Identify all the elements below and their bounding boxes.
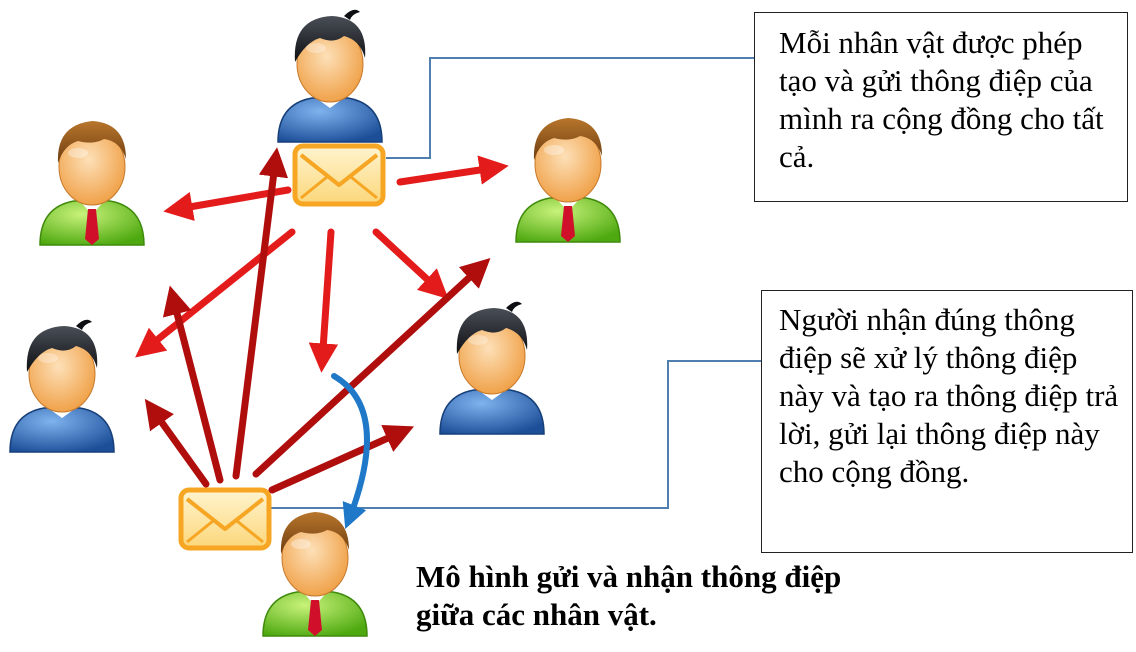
person-green-left-icon [39,120,145,246]
person-green-right-icon [515,117,621,243]
reply-arrows [144,147,491,494]
reply-arrow-to-left-blue [144,398,210,488]
delivery-arrow [331,373,370,530]
person-green-bottom-icon [262,511,368,637]
broadcast-arrow-down [308,228,339,373]
diagram-caption: Mô hình gửi và nhận thông điệp giữa các … [416,559,842,632]
person-blue-left-icon [9,319,115,453]
note-top-box: Mỗi nhân vật được phép tạo và gửi thông … [754,12,1128,202]
reply-arrow-to-right-green [252,258,491,478]
reply-arrow-to-right-blue [268,424,415,494]
envelope-bottom-icon [181,490,269,548]
broadcast-arrow-to-right-blue [372,228,449,299]
note-bottom-text: Người nhận đúng thông điệp sẽ xử lý thôn… [779,302,1119,489]
note-bottom-box: Người nhận đúng thông điệp sẽ xử lý thôn… [761,290,1133,553]
broadcast-arrow-to-right-green [396,155,509,186]
person-blue-right-icon [439,301,545,435]
broadcast-arrow-to-left-blue [135,228,296,358]
callout-line-bottom [262,360,761,509]
person-blue-top-icon [277,9,383,143]
reply-arrow-to-top-blue [232,147,289,480]
callout-line-top [386,57,754,159]
envelope-top-icon [295,146,383,204]
note-top-text: Mỗi nhân vật được phép tạo và gửi thông … [779,25,1104,174]
reply-arrow-to-upper-left [162,285,224,484]
